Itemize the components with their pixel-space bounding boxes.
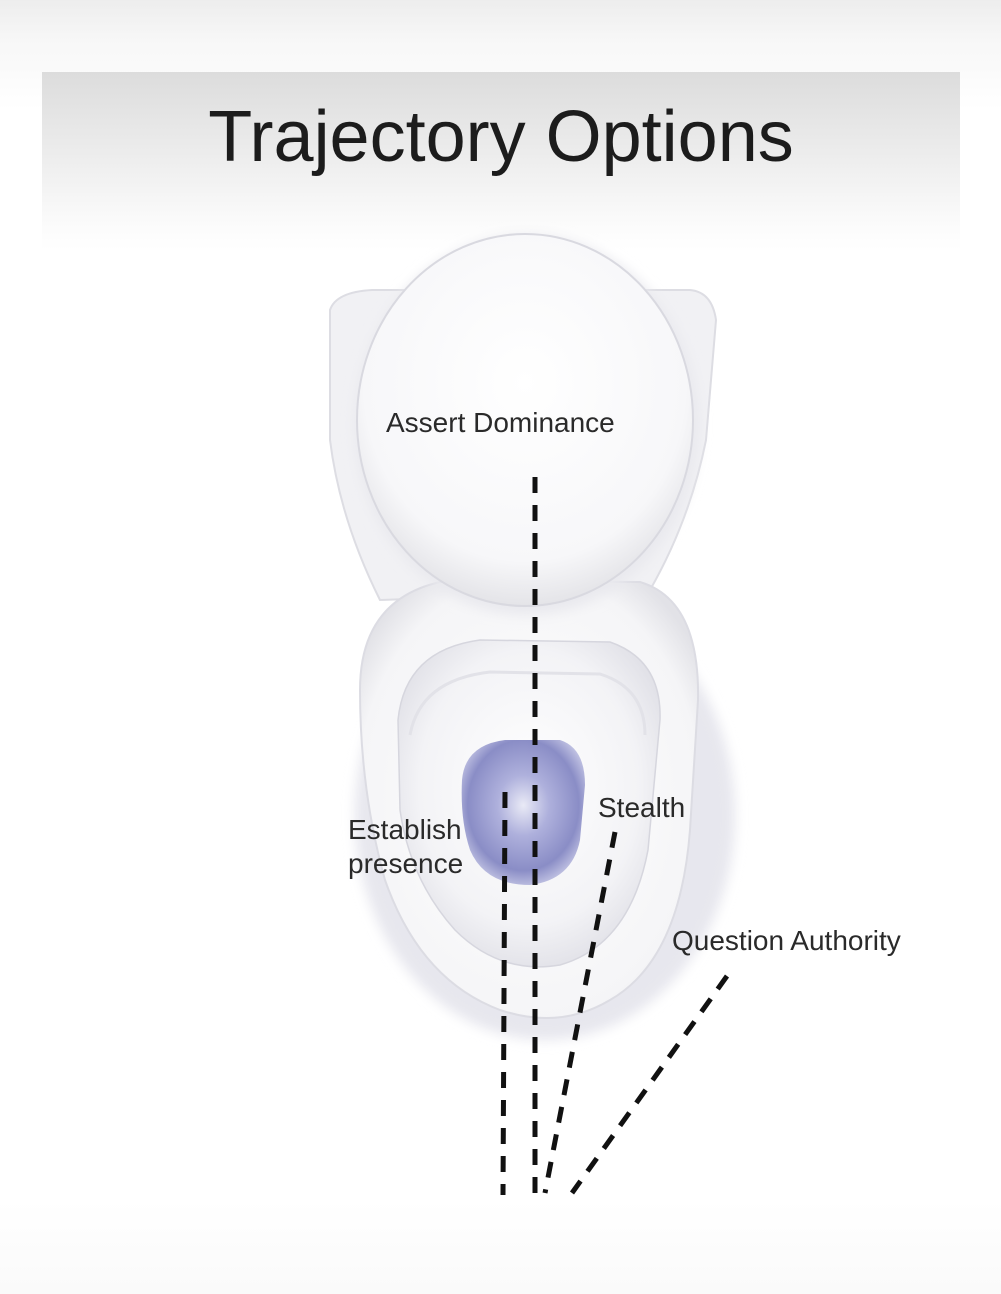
label-question-authority: Question Authority <box>672 924 901 958</box>
label-establish-presence: Establish presence <box>348 813 488 881</box>
establish-presence-trajectory <box>503 792 505 1195</box>
label-assert-dominance: Assert Dominance <box>386 406 615 440</box>
label-stealth: Stealth <box>598 791 685 825</box>
bottom-fade <box>0 1200 1001 1294</box>
